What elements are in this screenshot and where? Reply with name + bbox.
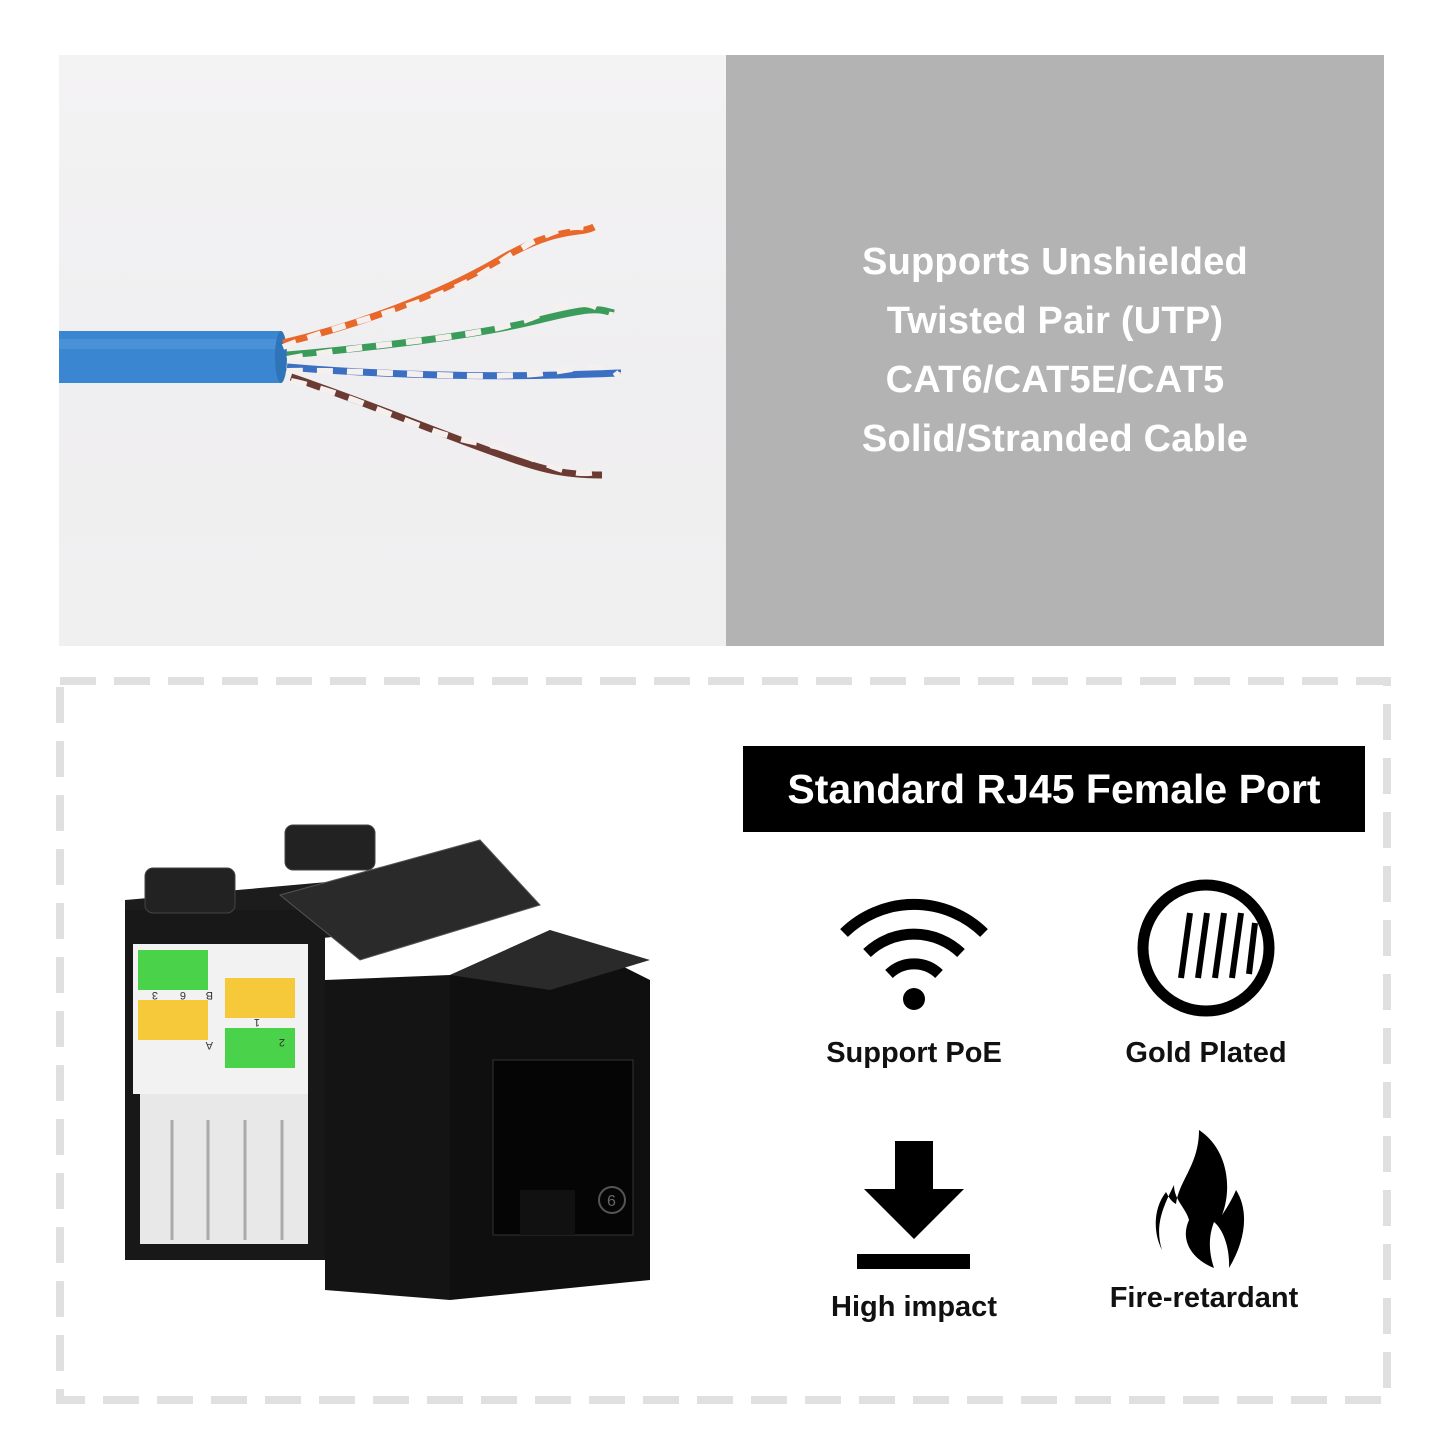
- cable-photo: [59, 55, 726, 646]
- feature-fire-retardant: Fire-retardant: [1054, 1130, 1354, 1315]
- utp-cable-illustration: [59, 223, 622, 479]
- flame-icon: [1155, 1130, 1245, 1268]
- feature-label: Gold Plated: [1125, 1037, 1287, 1069]
- feature-support-poe: Support PoE: [764, 895, 1064, 1070]
- gold-plated-icon: [1137, 879, 1275, 1017]
- feature-label: Fire-retardant: [1109, 1282, 1299, 1314]
- wifi-icon: [840, 898, 988, 1010]
- svg-text:B: B: [206, 989, 213, 1001]
- feature-label: Support PoE: [826, 1037, 1002, 1069]
- port-title-banner: Standard RJ45 Female Port: [743, 746, 1365, 832]
- feature-high-impact: High impact: [764, 1141, 1064, 1324]
- support-text-line-1: Supports Unshielded: [862, 240, 1248, 283]
- dashed-border: [56, 677, 1391, 1404]
- download-arrow-icon: [857, 1141, 970, 1269]
- support-text-line-3: CAT6/CAT5E/CAT5: [885, 358, 1225, 401]
- svg-text:1: 1: [254, 1016, 260, 1028]
- cable-support-panel: Supports Unshielded Twisted Pair (UTP) C…: [726, 55, 1384, 646]
- feature-gold-plated: Gold Plated: [1056, 878, 1356, 1070]
- svg-text:6: 6: [180, 989, 186, 1001]
- svg-text:2: 2: [279, 1036, 285, 1048]
- port-title: Standard RJ45 Female Port: [787, 765, 1321, 812]
- support-text-line-4: Solid/Stranded Cable: [861, 417, 1249, 460]
- keystone-jack-illustration: 3 6 B A 1 2 6: [125, 824, 650, 1300]
- svg-text:6: 6: [607, 1193, 616, 1210]
- svg-text:3: 3: [152, 989, 158, 1001]
- feature-label: High impact: [831, 1291, 997, 1323]
- support-text-line-2: Twisted Pair (UTP): [886, 299, 1224, 342]
- svg-text:A: A: [205, 1039, 213, 1051]
- rj45-keystone-photo: 3 6 B A 1 2 6: [100, 820, 660, 1300]
